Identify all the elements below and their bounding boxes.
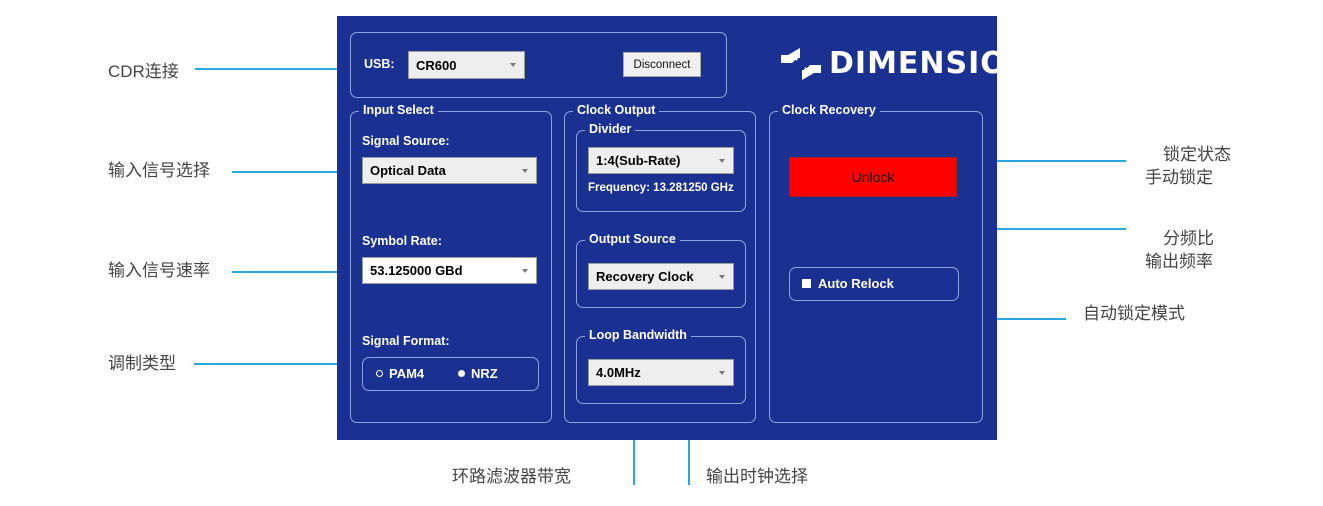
annotation-lock-status-line2: 手动锁定 bbox=[1145, 168, 1213, 187]
loop-bandwidth-group: Loop Bandwidth 4.0MHz bbox=[576, 328, 746, 404]
chevron-down-icon bbox=[522, 268, 528, 273]
chevron-down-icon bbox=[522, 168, 528, 173]
signal-source-select[interactable]: Optical Data bbox=[362, 157, 537, 184]
loop-bandwidth-title: Loop Bandwidth bbox=[585, 328, 691, 342]
output-source-group: Output Source Recovery Clock bbox=[576, 232, 746, 308]
leader-line-lock-status bbox=[920, 160, 1126, 162]
cdr-control-application-window: DIMENSION USB: CR600 Disconnect Input Se… bbox=[337, 16, 1032, 440]
symbol-rate-select[interactable]: 53.125000 GBd bbox=[362, 257, 537, 284]
clock-output-title: Clock Output bbox=[573, 103, 660, 117]
signal-format-label: Signal Format: bbox=[362, 334, 450, 348]
disconnect-button[interactable]: Disconnect bbox=[623, 52, 701, 77]
divider-title: Divider bbox=[585, 122, 636, 136]
divider-frequency-readout: Frequency: 13.281250 GHz bbox=[588, 182, 734, 194]
input-select-title: Input Select bbox=[359, 103, 438, 117]
loop-bandwidth-value: 4.0MHz bbox=[596, 365, 641, 380]
chevron-down-icon bbox=[510, 63, 516, 67]
annotation-input-signal-select: 输入信号选择 bbox=[108, 161, 210, 180]
dimension-pinwheel-logo-icon bbox=[781, 48, 821, 80]
radio-option-pam4[interactable]: PAM4 bbox=[376, 366, 424, 381]
annotation-cdr-connect: CDR连接 bbox=[108, 62, 179, 81]
lock-status-button[interactable]: Unlock bbox=[789, 157, 957, 197]
radio-unselected-icon bbox=[458, 370, 465, 377]
lock-status-label: Unlock bbox=[851, 169, 895, 185]
chevron-down-icon bbox=[719, 370, 725, 375]
signal-source-label: Signal Source: bbox=[362, 134, 450, 148]
signal-source-value: Optical Data bbox=[370, 163, 446, 178]
annotation-loop-filter-bandwidth: 环路滤波器带宽 bbox=[452, 467, 571, 486]
chevron-down-icon bbox=[719, 274, 725, 279]
brand-wordmark: DIMENSION bbox=[829, 46, 1033, 81]
radio-selected-icon bbox=[376, 370, 383, 377]
checkbox-checked-icon bbox=[802, 279, 811, 288]
brand-logo: DIMENSION bbox=[779, 42, 1032, 88]
symbol-rate-value: 53.125000 GBd bbox=[370, 263, 463, 278]
divider-select[interactable]: 1:4(Sub-Rate) bbox=[588, 147, 734, 174]
usb-device-value: CR600 bbox=[416, 57, 457, 73]
annotation-auto-lock-mode: 自动锁定模式 bbox=[1083, 304, 1185, 323]
auto-relock-group: Auto Relock bbox=[789, 267, 959, 301]
output-source-title: Output Source bbox=[585, 232, 680, 246]
symbol-rate-label: Symbol Rate: bbox=[362, 234, 442, 248]
signal-format-options-group: PAM4 NRZ bbox=[362, 357, 539, 391]
clock-recovery-title: Clock Recovery bbox=[778, 103, 880, 117]
input-select-group: Input Select Signal Source: Optical Data… bbox=[350, 103, 552, 423]
divider-group: Divider 1:4(Sub-Rate) Frequency: 13.2812… bbox=[576, 122, 746, 212]
annotation-lock-status-line1: 锁定状态 bbox=[1163, 145, 1231, 164]
radio-label-pam4: PAM4 bbox=[389, 366, 425, 381]
annotation-output-clock-select: 输出时钟选择 bbox=[706, 467, 808, 486]
chevron-down-icon bbox=[719, 158, 725, 163]
usb-device-select[interactable]: CR600 bbox=[408, 51, 525, 79]
annotation-modulation-type: 调制类型 bbox=[108, 354, 176, 373]
output-source-value: Recovery Clock bbox=[596, 269, 694, 284]
leader-line-input-signal-rate bbox=[232, 271, 368, 273]
annotation-divider-ratio-line1: 分频比 bbox=[1163, 229, 1214, 248]
disconnect-label: Disconnect bbox=[633, 58, 691, 71]
clock-recovery-group: Clock Recovery Unlock Auto Relock bbox=[769, 103, 983, 423]
annotation-input-signal-rate: 输入信号速率 bbox=[108, 261, 210, 280]
clock-output-group: Clock Output Divider 1:4(Sub-Rate) Frequ… bbox=[564, 103, 756, 423]
leader-line-cdr-connect bbox=[195, 68, 360, 70]
loop-bandwidth-select[interactable]: 4.0MHz bbox=[588, 359, 734, 386]
radio-label-nrz: NRZ bbox=[471, 366, 498, 381]
auto-relock-label: Auto Relock bbox=[818, 276, 894, 291]
leader-line-input-signal-select bbox=[232, 171, 368, 173]
leader-line-modulation-type bbox=[194, 363, 378, 365]
auto-relock-checkbox[interactable]: Auto Relock bbox=[802, 276, 894, 291]
usb-connection-group: USB: CR600 Disconnect bbox=[350, 32, 727, 98]
divider-value: 1:4(Sub-Rate) bbox=[596, 153, 681, 168]
output-source-select[interactable]: Recovery Clock bbox=[588, 263, 734, 290]
radio-option-nrz[interactable]: NRZ bbox=[458, 366, 498, 381]
annotation-divider-ratio-line2: 输出频率 bbox=[1145, 252, 1213, 271]
usb-label: USB: bbox=[364, 57, 395, 71]
